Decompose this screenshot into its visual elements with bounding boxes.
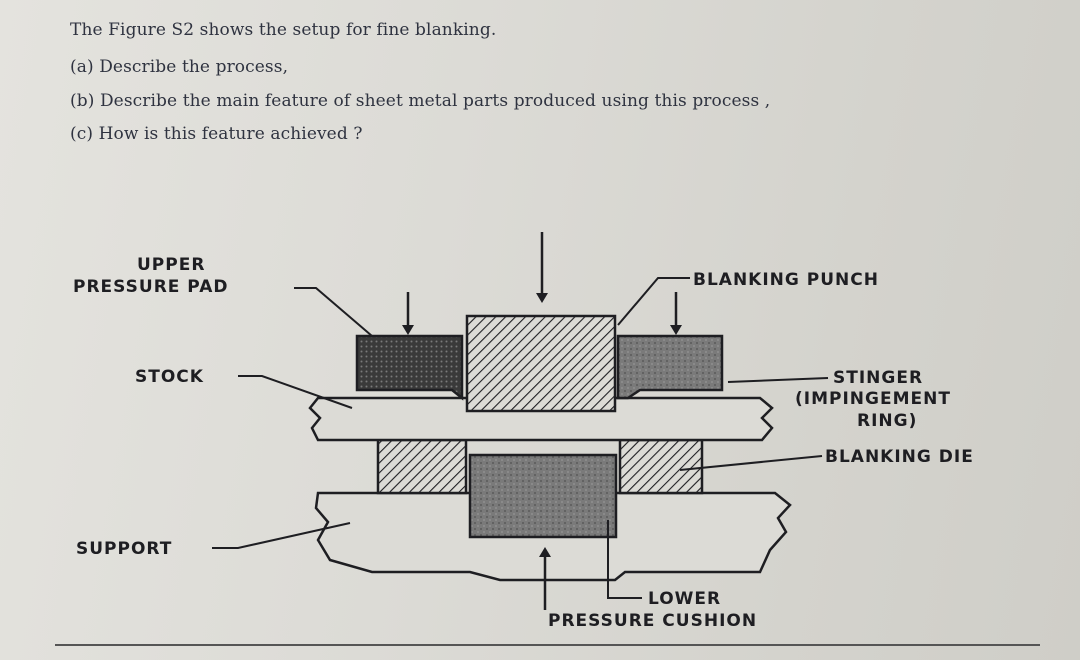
label-upper: UPPER [137,255,205,275]
bottom-rule [55,644,1040,646]
label-impingement: (IMPINGEMENT [795,389,951,409]
question-part-b: (b) Describe the main feature of sheet m… [70,91,771,111]
upper-pressure-pad-right [616,334,724,400]
blanking-die-right [618,438,704,495]
question-part-a: (a) Describe the process, [70,57,289,77]
question-part-c: (c) How is this feature achieved ? [70,124,363,144]
leader-blanking-die [679,455,823,471]
label-support: SUPPORT [76,539,172,559]
leader-stock [238,375,353,409]
label-blanking-punch: BLANKING PUNCH [693,270,879,290]
label-lower: LOWER [648,589,721,609]
question-intro: The Figure S2 shows the setup for fine b… [70,20,497,40]
stock-strip [308,396,774,442]
leader-blanking-punch [617,277,690,326]
leader-upper-pressure-pad [294,287,373,337]
leader-support [212,522,351,549]
label-ring: RING) [857,411,917,431]
lower-pressure-cushion [468,453,618,539]
blanking-punch [465,314,617,413]
upper-pressure-pad-left [355,334,464,401]
blanking-die-left [376,438,468,495]
label-blanking-die: BLANKING DIE [825,447,974,467]
leader-lower-pressure-cushion [607,520,642,599]
leader-stinger [727,377,829,383]
label-stinger: STINGER [833,368,923,388]
label-stock: STOCK [135,367,204,387]
label-pressure-cushion: PRESSURE CUSHION [548,611,757,631]
label-pressure-pad: PRESSURE PAD [73,277,228,297]
